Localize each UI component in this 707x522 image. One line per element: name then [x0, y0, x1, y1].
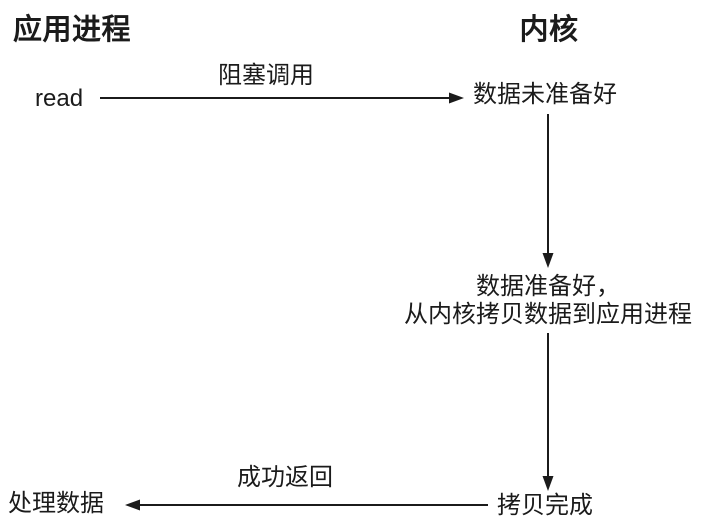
node-data-ready: 数据准备好， 从内核拷贝数据到应用进程 — [404, 273, 692, 328]
node-read: read — [35, 85, 84, 112]
kernel-wait-arrow — [542, 114, 554, 268]
node-process-data: 处理数据 — [8, 490, 104, 517]
blocking-call-arrow — [100, 92, 464, 104]
label-success-return: 成功返回 — [237, 464, 333, 491]
node-data-not-ready: 数据未准备好 — [473, 81, 617, 108]
node-copy-done: 拷贝完成 — [497, 492, 593, 519]
node-data-ready-line1: 数据准备好， — [476, 273, 620, 300]
kernel-copy-arrow — [542, 333, 554, 491]
node-data-ready-line2: 从内核拷贝数据到应用进程 — [404, 300, 692, 328]
header-application-process: 应用进程 — [13, 14, 132, 46]
label-blocking-call: 阻塞调用 — [218, 62, 314, 89]
header-kernel: 内核 — [519, 14, 579, 46]
success-return-arrow — [125, 499, 488, 511]
